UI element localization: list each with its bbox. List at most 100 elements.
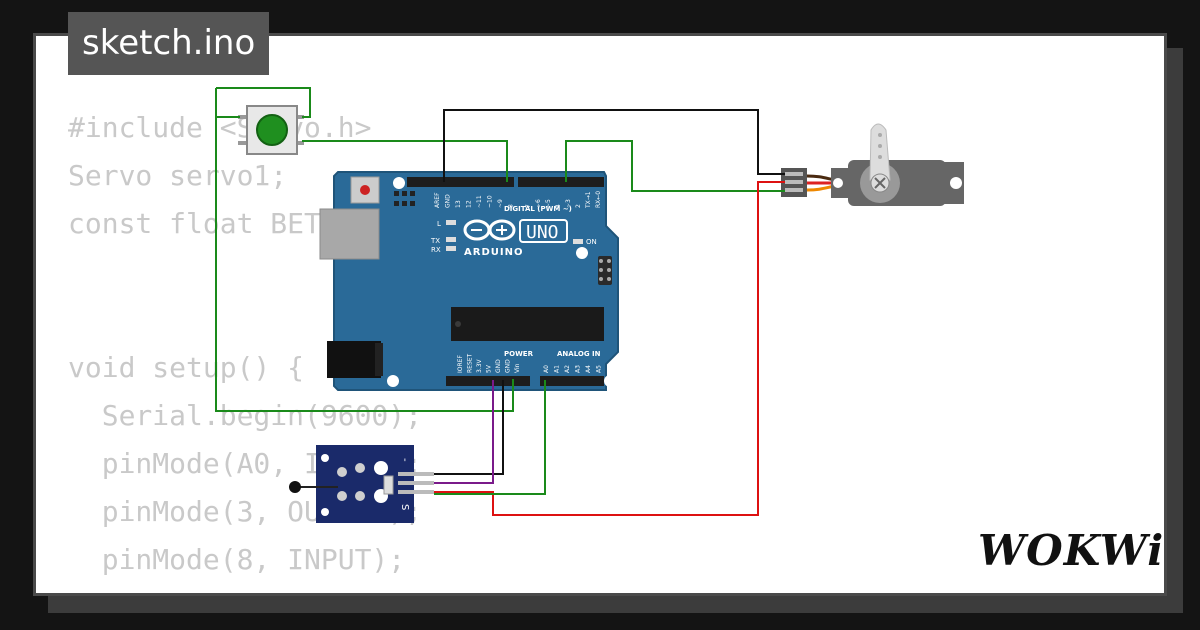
servo-motor[interactable]	[781, 123, 964, 206]
sensor-pad	[337, 491, 347, 501]
uno-model-box	[519, 219, 568, 243]
digital-pin-label: ~6	[535, 199, 542, 208]
code-line: servo1.attach(3);	[68, 584, 473, 593]
pushbutton-cap[interactable]	[256, 114, 288, 146]
digital-header-right	[518, 177, 604, 187]
servo-mount-hole	[833, 178, 843, 188]
wire-button-top[interactable]	[216, 87, 311, 118]
sensor-pin-label: -	[399, 458, 410, 462]
wokwi-logo: WOKWi	[978, 526, 1165, 575]
analog-pin-label: A1	[554, 365, 561, 373]
icsp-header-top	[394, 191, 415, 206]
led-l-label: L	[437, 220, 441, 228]
usb-port	[319, 208, 380, 260]
pushbutton-leg	[238, 115, 246, 119]
digital-pin-label: 8	[508, 204, 515, 208]
wire-sensor-gnd[interactable]	[434, 380, 504, 475]
chip-notch	[455, 321, 461, 327]
servo-connector-pin	[785, 188, 803, 192]
analog-pin-label: A5	[596, 365, 603, 373]
digital-pin-label: ~3	[565, 199, 572, 208]
servo-connector-pin	[785, 172, 803, 176]
wire-button-pin8[interactable]	[302, 140, 508, 182]
digital-pin-label: ~10	[487, 195, 494, 208]
atmega-chip	[451, 307, 604, 341]
board-model: UNO	[526, 222, 559, 243]
led-tx-label: TX	[430, 237, 440, 245]
power-jack	[327, 341, 381, 378]
sensor-hole	[374, 461, 388, 475]
digital-pin-label: AREF	[434, 192, 441, 208]
digital-header-label: DIGITAL (PWM ~)	[504, 205, 572, 213]
mounting-hole	[576, 247, 588, 259]
digital-pin-label: 2	[575, 204, 582, 208]
wire-servo-signal[interactable]	[565, 140, 785, 192]
code-line: Serial.begin(9600);	[68, 399, 423, 432]
mounting-hole	[387, 375, 399, 387]
pushbutton-leg	[296, 141, 304, 145]
digital-pin-label: 13	[455, 200, 462, 208]
sensor-pin-label: S	[399, 504, 410, 510]
led-l	[446, 220, 456, 225]
code-line: pinMode(8, INPUT);	[68, 543, 406, 576]
wire-sensor-vcc[interactable]	[434, 380, 494, 484]
led-on	[573, 239, 583, 244]
digital-pin-label: TX→1	[585, 191, 592, 209]
servo-mount-hole	[950, 177, 962, 189]
sensor-hole	[321, 508, 329, 516]
analog-pin-label: A2	[564, 365, 571, 373]
sensor-resistor	[383, 475, 394, 495]
wires	[215, 87, 785, 516]
digital-pin-label: RX←0	[595, 191, 602, 208]
mounting-hole	[604, 375, 616, 387]
servo-horn-hole	[878, 133, 882, 137]
board-brand: ARDUINO	[464, 247, 523, 258]
pushbutton[interactable]	[238, 105, 304, 155]
wire-servo-gnd[interactable]	[443, 109, 785, 182]
servo-wire-brown	[806, 174, 836, 182]
sensor-hole	[321, 454, 329, 462]
digital-pin-label: 12	[466, 200, 473, 208]
pushbutton-leg	[238, 141, 246, 145]
wire-button-gnd[interactable]	[215, 88, 514, 412]
power-pin-label: Vin	[514, 363, 521, 373]
code-line: Servo servo1;	[68, 159, 288, 192]
servo-connector-pin	[785, 180, 803, 184]
wire-servo-5v[interactable]	[434, 181, 785, 516]
sensor-board	[316, 445, 414, 523]
digital-pin-label: ~11	[476, 195, 483, 208]
analog-pin-label: A3	[575, 365, 582, 373]
servo-screw-icon	[874, 177, 886, 189]
digital-pin-label: GND	[445, 194, 452, 208]
digital-pin-label: ~5	[545, 199, 552, 208]
file-tab[interactable]: sketch.ino	[68, 12, 270, 75]
sensor-pad	[355, 463, 365, 473]
digital-pin-label: ~9	[497, 199, 504, 208]
ntc-temperature-sensor-module[interactable]: - S	[289, 445, 434, 523]
digital-header-left	[407, 177, 514, 187]
power-pin-label: IOREF	[457, 355, 464, 373]
code-line: void setup() {	[68, 351, 305, 384]
led-rx	[446, 246, 456, 251]
analog-pin-label: A4	[585, 365, 592, 373]
power-pin-label: 3.3V	[476, 358, 483, 373]
power-header	[446, 376, 530, 386]
digital-pin-label: 7	[525, 204, 532, 208]
analog-header-label: ANALOG IN	[557, 350, 601, 358]
servo-horn-hole	[878, 155, 882, 159]
servo-horn[interactable]	[869, 123, 891, 181]
power-pin-label: GND	[495, 359, 502, 373]
mounting-hole	[393, 177, 405, 189]
analog-pin-label: A0	[543, 365, 550, 373]
reset-button-cap[interactable]	[360, 185, 370, 195]
sensor-pad	[337, 467, 347, 477]
wire-sensor-signal[interactable]	[434, 380, 546, 495]
arduino-uno-board[interactable]: DIGITAL (PWM ~) POWER ANALOG IN L TX RX …	[319, 171, 619, 391]
analog-header	[540, 376, 604, 386]
digital-pin-label: 4	[555, 204, 562, 208]
power-header-label: POWER	[504, 350, 534, 358]
code-preview: #include <Servo.h>Servo servo1;const flo…	[68, 104, 473, 593]
led-rx-label: RX	[431, 246, 441, 254]
thermistor-icon	[289, 481, 301, 493]
servo-wire-orange	[806, 184, 836, 192]
